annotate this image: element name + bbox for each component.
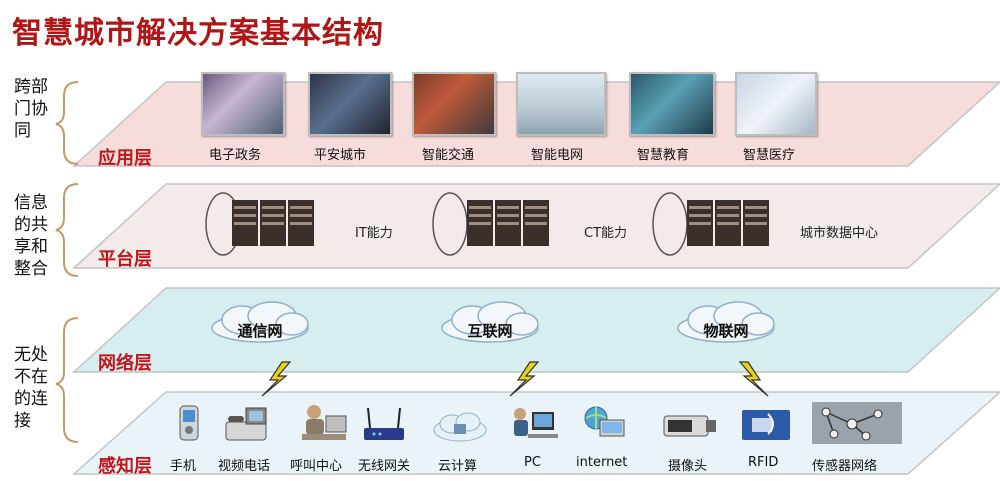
server-rack-icon: [467, 200, 549, 246]
sensing-label: 云计算: [438, 459, 478, 474]
brace-platform: [55, 183, 79, 277]
layer-name-platform: 平台层: [98, 249, 152, 270]
sensor-network-icon: [812, 402, 902, 444]
layer-name-network: 网络层: [98, 353, 152, 374]
smart-medical-image: [735, 72, 817, 136]
safe-city-image: [308, 72, 392, 136]
sensing-label: 呼叫中心: [290, 459, 343, 474]
pc-icon: [514, 408, 558, 438]
video-phone-icon: [225, 407, 267, 441]
lightning-icon: [509, 361, 540, 397]
cloud-label: 通信网: [237, 322, 283, 340]
layer-name-application: 应用层: [98, 148, 152, 169]
cloud-computing-icon: [433, 412, 487, 442]
side-label-platform: 信息的共享和整合: [14, 193, 48, 279]
platform-label-datacenter: 城市数据中心: [800, 226, 879, 241]
sensing-label: RFID: [748, 455, 779, 470]
app-label: 智慧医疗: [743, 148, 796, 163]
mobile-phone-icon: [179, 405, 199, 441]
smart-education-image: [629, 72, 715, 136]
platform-label-ct: CT能力: [584, 226, 628, 241]
internet-icon: [584, 406, 625, 437]
side-label-application: 跨部门协同: [14, 77, 48, 141]
app-label: 智慧教育: [637, 148, 690, 163]
sensing-label: PC: [524, 455, 541, 470]
cloud-label: 物联网: [703, 322, 749, 340]
sensing-label: 手机: [170, 459, 197, 474]
cloud-icon: [677, 301, 775, 343]
platform-label-it: IT能力: [355, 226, 393, 241]
brace-network: [55, 317, 79, 443]
call-center-icon: [302, 405, 347, 440]
page-title: 智慧城市解决方案基本结构: [12, 16, 384, 51]
lightning-icon: [261, 361, 292, 397]
wireless-gateway-icon: [364, 407, 404, 440]
side-label-network: 无处不在的连接: [14, 345, 48, 431]
e-government-image: [201, 72, 285, 136]
smart-grid-image: [516, 72, 606, 136]
app-label: 电子政务: [209, 148, 262, 163]
sensing-label: 无线网关: [358, 459, 411, 474]
layer-name-sensing: 感知层: [98, 456, 152, 477]
sensing-label: internet: [576, 455, 628, 470]
cloud-icon: [441, 301, 539, 343]
sensing-label: 传感器网络: [812, 459, 878, 474]
app-label: 智能电网: [531, 148, 584, 163]
app-label: 平安城市: [314, 148, 367, 163]
smart-traffic-image: [412, 72, 496, 136]
sensing-label: 摄像头: [668, 459, 708, 474]
cloud-icon: [211, 301, 309, 343]
cloud-label: 互联网: [467, 322, 513, 340]
rfid-icon: [742, 410, 790, 440]
camera-icon: [663, 415, 716, 437]
server-rack-icon: [232, 200, 314, 246]
server-rack-icon: [687, 200, 769, 246]
brace-application: [55, 81, 79, 165]
app-label: 智能交通: [422, 148, 475, 163]
lightning-icon: [738, 361, 769, 397]
sensing-label: 视频电话: [218, 459, 271, 474]
